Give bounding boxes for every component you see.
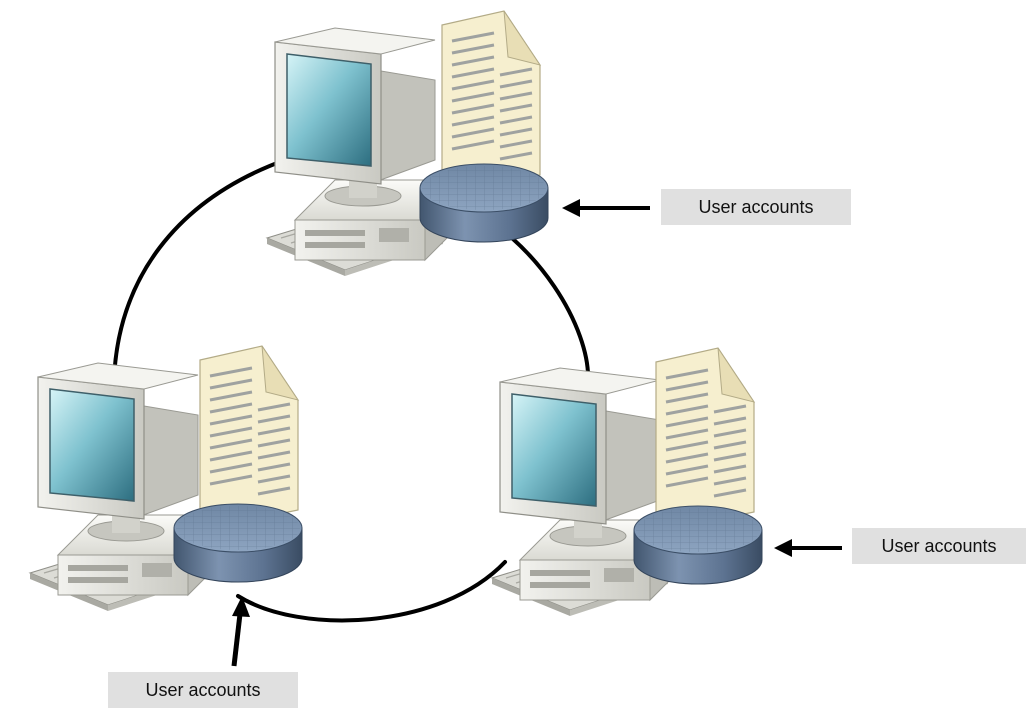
document-left xyxy=(198,344,300,532)
computer-top xyxy=(266,27,466,277)
label-user-accounts-right: User accounts xyxy=(852,528,1026,564)
label-user-accounts-bottom: User accounts xyxy=(108,672,298,708)
document-right xyxy=(654,346,756,534)
database-left xyxy=(173,503,303,583)
database-right xyxy=(633,505,763,585)
database-top xyxy=(419,163,549,243)
arrow-right xyxy=(774,539,842,557)
arrow-bottom-left xyxy=(231,596,250,667)
label-user-accounts-top: User accounts xyxy=(661,189,851,225)
arrow-top-right xyxy=(562,199,650,217)
